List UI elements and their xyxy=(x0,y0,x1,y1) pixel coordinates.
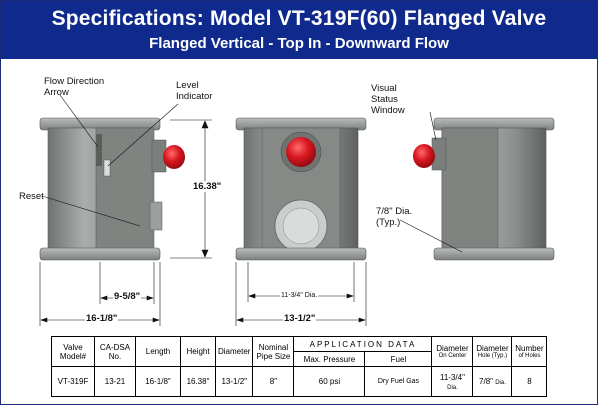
cell-length: 16-1/8" xyxy=(135,366,181,397)
header-banner: Specifications: Model VT-319F(60) Flange… xyxy=(1,1,597,59)
spec-table: Valve Model# CA-DSA No. Length Height Di… xyxy=(51,336,548,397)
hdr-model: Model# xyxy=(59,351,87,361)
col-number-of-holes: Number of Holes xyxy=(511,336,548,367)
front-red-indicator xyxy=(286,137,316,167)
cell-on-center-value: 11-3/4" xyxy=(439,372,465,382)
front-bottom-flange xyxy=(235,247,367,261)
cell-model: VT-319F xyxy=(51,366,95,397)
left-bottom-flange xyxy=(39,247,161,261)
hdr-valve: Valve xyxy=(63,342,83,352)
front-view xyxy=(235,117,367,261)
col-ca-dsa: CA-DSA No. xyxy=(94,336,136,367)
hdr-pipe-size: Pipe Size xyxy=(256,351,291,361)
hdr-nominal: Nominal xyxy=(258,342,289,352)
cell-holes: 8 xyxy=(511,366,548,397)
right-bottom-flange xyxy=(433,247,555,261)
table-row: VT-319F 13-21 16-1/8" 16.38" 13-1/2" 8" … xyxy=(51,366,548,397)
cell-height: 16.38" xyxy=(180,366,216,397)
cell-on-center: 11-3/4" Dia. xyxy=(431,366,474,397)
visual-status-line3: Window xyxy=(371,105,405,116)
right-red-indicator xyxy=(413,144,435,168)
hdr-ca-dsa: CA-DSA xyxy=(99,342,131,352)
col-valve-model: Valve Model# xyxy=(51,336,95,367)
reset-label: Reset xyxy=(19,191,44,202)
left-red-indicator xyxy=(163,145,185,169)
hole-diameter-line1: 7/8" Dia. xyxy=(376,206,413,217)
cell-hole: 7/8" Dia. xyxy=(472,366,513,397)
flow-direction-line1: Flow Direction xyxy=(44,76,105,87)
hdr-hole-typ: Hole (Typ.) xyxy=(477,353,508,359)
body-width-dimension: 9-5/8" xyxy=(113,291,142,302)
hdr-on-center: On Center xyxy=(438,353,467,359)
left-side-view xyxy=(39,117,185,261)
left-level-window xyxy=(103,159,111,177)
cell-hole-value: 7/8" xyxy=(479,377,493,386)
col-max-pressure: Max. Pressure xyxy=(293,351,366,367)
flow-direction-arrow-label: Flow Direction Arrow xyxy=(44,76,104,98)
flow-direction-line2: Arrow xyxy=(44,87,69,98)
height-dimension: 16.38" xyxy=(192,181,223,192)
cell-diameter: 13-1/2" xyxy=(214,366,254,397)
col-height: Height xyxy=(180,336,216,367)
table-header-row-1: Valve Model# CA-DSA No. Length Height Di… xyxy=(51,336,548,367)
col-application-data: APPLICATION DATA xyxy=(293,336,433,352)
hdr-number: Number xyxy=(515,344,544,353)
table-header-row-2: Max. Pressure Fuel xyxy=(52,351,547,367)
left-flow-arrow xyxy=(96,134,102,166)
front-width-dimension: 13-1/2" xyxy=(283,313,317,324)
overall-length-dimension: 16-1/8" xyxy=(85,313,119,324)
level-indicator-line2: Indicator xyxy=(176,91,213,102)
cell-pipe-size: 8" xyxy=(252,366,295,397)
level-indicator-label: Level Indicator xyxy=(176,80,212,102)
hdr-no: No. xyxy=(108,351,122,361)
leader-lines xyxy=(41,94,463,253)
visual-status-line2: Status xyxy=(371,94,398,105)
hole-diameter-label: 7/8" Dia. (Typ.) xyxy=(376,206,412,228)
col-diameter-on-center: Diameter On Center xyxy=(431,336,474,367)
cell-max-pressure: 60 psi xyxy=(293,366,366,397)
cell-on-center-unit: Dia. xyxy=(447,384,458,391)
hdr-diameter-hole: Diameter xyxy=(476,344,509,353)
visual-status-line1: Visual xyxy=(371,83,397,94)
hdr-of-holes: of Holes xyxy=(518,353,541,359)
col-diameter: Diameter xyxy=(214,336,254,367)
page-title: Specifications: Model VT-319F(60) Flange… xyxy=(51,7,547,30)
col-fuel: Fuel xyxy=(364,351,433,367)
cell-fuel: Dry Fuel Gas xyxy=(364,366,433,397)
cell-ca-dsa: 13-21 xyxy=(94,366,136,397)
visual-status-window-label: Visual Status Window xyxy=(371,83,405,116)
cell-hole-unit: Dia. xyxy=(495,380,506,386)
col-diameter-hole: Diameter Hole (Typ.) xyxy=(472,336,513,367)
hole-diameter-line2: (Typ.) xyxy=(376,217,401,228)
left-reset-boss xyxy=(149,201,163,231)
hdr-diameter-oc: Diameter xyxy=(436,344,469,353)
level-indicator-line1: Level xyxy=(176,80,199,91)
flange-diameter-dimension: 11-3/4" Dia. xyxy=(280,292,319,299)
col-nominal: Nominal Pipe Size xyxy=(252,336,295,367)
left-housing xyxy=(95,127,155,251)
right-side-view xyxy=(413,117,555,261)
right-housing xyxy=(441,127,499,251)
page-subtitle: Flanged Vertical - Top In - Downward Flo… xyxy=(149,35,449,52)
col-length: Length xyxy=(135,336,181,367)
